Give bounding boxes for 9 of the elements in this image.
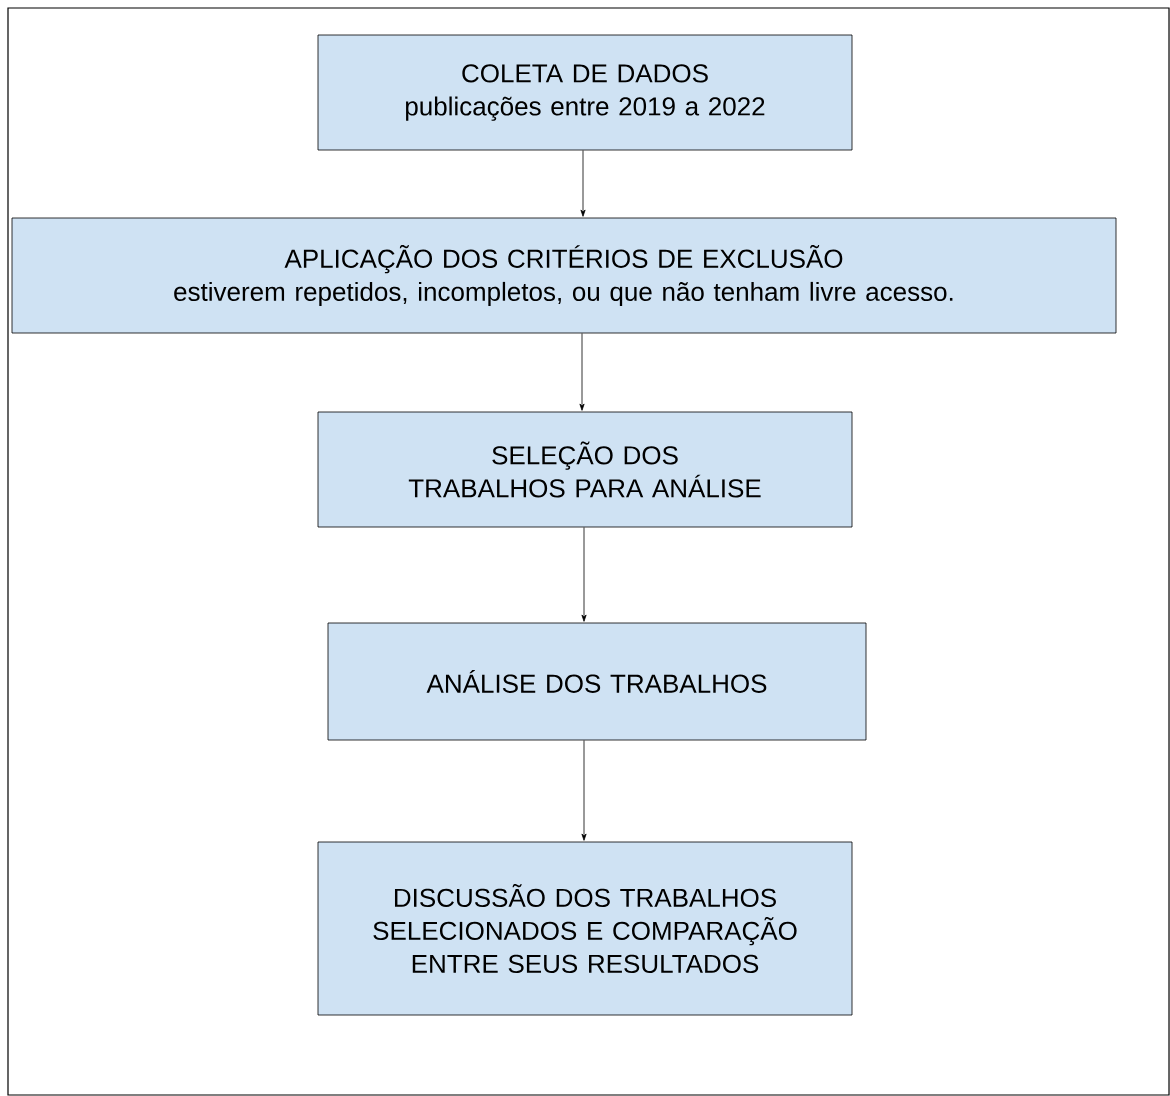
- arrow: [581, 740, 587, 841]
- process-box: APLICAÇÃO DOS CRITÉRIOS DE EXCLUSÃO estiverem repetidos, incompletos, ou que não tenham livre acesso.: [11, 217, 1117, 334]
- process-box: COLETA DE DADOS publicações entre 2019 a 2022: [317, 34, 853, 151]
- process-box: ANÁLISE DOS TRABALHOS: [327, 622, 867, 741]
- process-box: DISCUSSÃO DOS TRABALHOS SELECIONADOS E COMPARAÇÃO ENTRE SEUS RESULTADOS: [317, 841, 853, 1016]
- arrow: [581, 527, 587, 622]
- arrow: [580, 150, 586, 217]
- process-box: SELEÇÃO DOS TRABALHOS PARA ANÁLISE: [317, 411, 853, 528]
- arrow: [579, 333, 585, 411]
